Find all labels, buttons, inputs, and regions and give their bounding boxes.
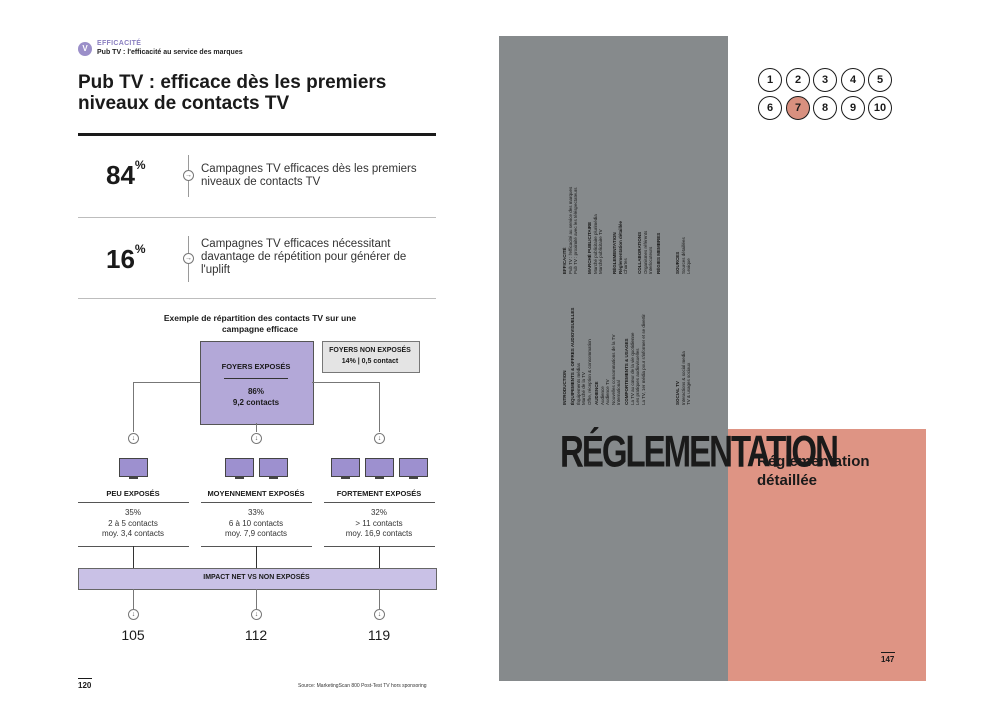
result-medium: 112: [244, 627, 268, 643]
source-note: Source: MarketingScan 800 Post-Test TV h…: [298, 683, 427, 689]
result-high: 119: [367, 627, 391, 643]
connector: [256, 546, 257, 568]
connector: [379, 546, 380, 568]
connector: [379, 382, 380, 432]
tv-icon: [399, 458, 428, 477]
connector: [133, 382, 200, 383]
exposed-households-title: FOYERS EXPOSÉS: [221, 362, 291, 371]
arrow-down-icon: ↓: [251, 433, 262, 444]
tv-stand: [235, 477, 244, 479]
arrow-down-icon: ↓: [374, 433, 385, 444]
exposed-households-box: [200, 341, 314, 425]
stat-84-value: 84%: [106, 158, 146, 190]
page-title: Pub TV : efficace dès les premiers nivea…: [78, 72, 387, 114]
stat-16-value: 16%: [106, 242, 146, 274]
chapter-4[interactable]: 4: [841, 68, 865, 92]
toc-lower-col-1: INTRODUCTION: [562, 370, 567, 406]
connector: [312, 382, 379, 383]
tv-icon: [259, 458, 288, 477]
page-number-rule: [881, 652, 895, 653]
title-rule: [78, 133, 436, 136]
tv-stand: [375, 477, 384, 479]
chapter-9[interactable]: 9: [841, 96, 865, 120]
chapter-8[interactable]: 8: [813, 96, 837, 120]
arrow-right-icon: →: [183, 253, 194, 264]
tv-stand: [269, 477, 278, 479]
impact-label: IMPACT NET VS NON EXPOSÉS: [203, 574, 310, 581]
group-label-low: PEU EXPOSÉS: [106, 489, 160, 498]
tv-icon: [365, 458, 394, 477]
group-rule: [201, 502, 312, 503]
box-rule: [224, 378, 288, 379]
tv-icon: [331, 458, 360, 477]
section-big-title: RÉGLEMENTATION: [560, 426, 839, 476]
chapter-6[interactable]: 6: [758, 96, 782, 120]
connector: [133, 589, 134, 609]
tv-icon: [119, 458, 148, 477]
connector: [133, 546, 134, 568]
gray-panel: [499, 36, 728, 681]
page-number-rule: [78, 678, 92, 679]
connector: [379, 589, 380, 609]
chapter-7-active[interactable]: 7: [786, 96, 810, 120]
connector: [256, 423, 257, 432]
section-label: EFFICACITÉ: [97, 40, 142, 47]
toc-upper-col-5: RÉGIES MEMBRES: [656, 232, 661, 274]
non-exposed-title: FOYERS NON EXPOSÉS: [329, 347, 411, 354]
divider: [78, 298, 436, 299]
chapter-3[interactable]: 3: [813, 68, 837, 92]
arrow-down-icon: ↓: [128, 433, 139, 444]
arrow-right-icon: →: [183, 170, 194, 181]
group-rule: [78, 502, 189, 503]
chapter-10[interactable]: 10: [868, 96, 892, 120]
group-label-medium: MOYENNEMENT EXPOSÉS: [207, 489, 305, 498]
connector: [133, 382, 134, 432]
chapter-1[interactable]: 1: [758, 68, 782, 92]
arrow-down-icon: ↓: [251, 609, 262, 620]
tv-stand: [129, 477, 138, 479]
page-number-left: 120: [78, 681, 92, 690]
tv-stand: [409, 477, 418, 479]
stat-84-text: Campagnes TV efficaces dès les premiers …: [201, 163, 417, 188]
page-number-right: 147: [881, 655, 895, 664]
detail-title: Réglementation détaillée: [757, 453, 870, 489]
diagram-title: Exemple de répartition des contacts TV s…: [163, 313, 357, 334]
connector: [256, 589, 257, 609]
group-label-high: FORTEMENT EXPOSÉS: [336, 489, 422, 498]
section-badge: V: [78, 42, 92, 56]
group-rule: [324, 502, 435, 503]
divider: [78, 217, 436, 218]
impact-bar: [78, 568, 437, 590]
tv-icon: [225, 458, 254, 477]
chapter-5[interactable]: 5: [868, 68, 892, 92]
salmon-panel: [728, 429, 926, 681]
arrow-down-icon: ↓: [374, 609, 385, 620]
exposed-households-value: 86%9,2 contacts: [232, 387, 280, 407]
result-low: 105: [121, 627, 145, 643]
section-subtitle: Pub TV : l'efficacité au service des mar…: [97, 49, 243, 56]
stat-16-text: Campagnes TV efficaces nécessitant davan…: [201, 238, 407, 276]
non-exposed-households-box: [322, 341, 420, 373]
tv-stand: [341, 477, 350, 479]
non-exposed-value: 14% | 0,5 contact: [341, 358, 399, 365]
arrow-down-icon: ↓: [128, 609, 139, 620]
chapter-2[interactable]: 2: [786, 68, 810, 92]
